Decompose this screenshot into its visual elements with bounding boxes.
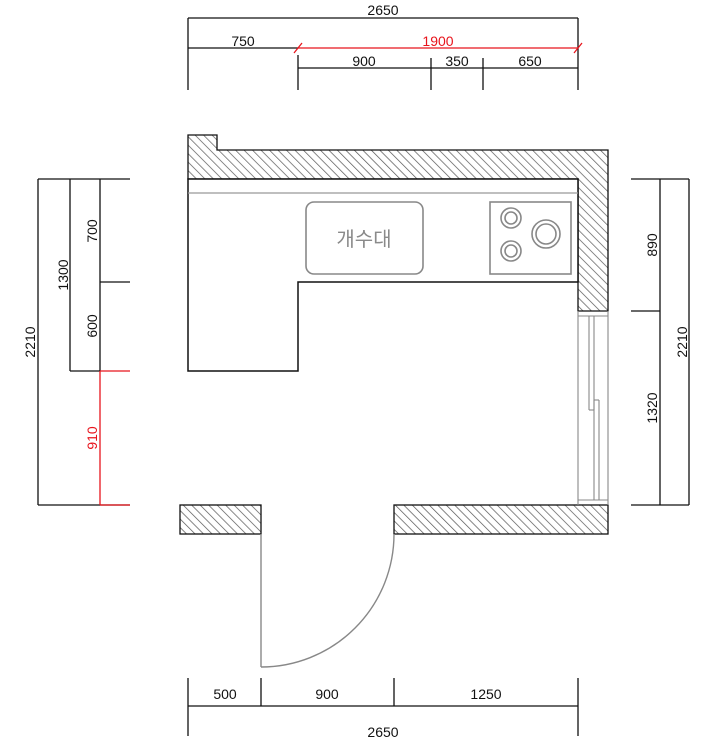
dim-left-seg1: 700 [84, 219, 100, 243]
burner-icon [531, 219, 561, 249]
top-red-dimension [293, 42, 583, 54]
countertop [187, 178, 579, 372]
dim-top-seg3: 650 [518, 53, 542, 69]
cooktop [489, 201, 572, 275]
dim-top-total: 2650 [367, 2, 398, 18]
dim-bottom-seg3: 1250 [470, 686, 501, 702]
right-dimension-lines [631, 178, 690, 506]
sink [305, 201, 424, 275]
dim-right-seg1: 890 [644, 233, 660, 257]
bottom-left-wall [179, 504, 262, 535]
top-dimension-lines [187, 17, 579, 90]
bottom-dimension-lines [187, 678, 579, 736]
dim-left-red: 910 [84, 426, 100, 450]
dim-top-seg1: 900 [352, 53, 376, 69]
dim-top-seg2: 350 [445, 53, 469, 69]
dim-bottom-seg2: 900 [315, 686, 339, 702]
left-red-dimension [99, 370, 130, 506]
dim-bottom-seg1: 500 [213, 686, 237, 702]
dim-left-seg2: 600 [84, 314, 100, 338]
window [577, 311, 609, 505]
dim-top-red: 1900 [422, 33, 453, 49]
dim-top-left: 750 [231, 33, 255, 49]
door [260, 533, 395, 668]
bottom-right-wall [393, 504, 609, 535]
dim-bottom-total: 2650 [367, 724, 398, 740]
dim-left-sub: 1300 [55, 259, 71, 290]
dim-left-total: 2210 [22, 326, 38, 357]
sink-label: 개수대 [336, 227, 391, 251]
burner-icon [500, 207, 522, 229]
dim-right-seg2: 1320 [644, 392, 660, 423]
dim-right-total: 2210 [674, 326, 690, 357]
burner-icon [500, 240, 522, 262]
